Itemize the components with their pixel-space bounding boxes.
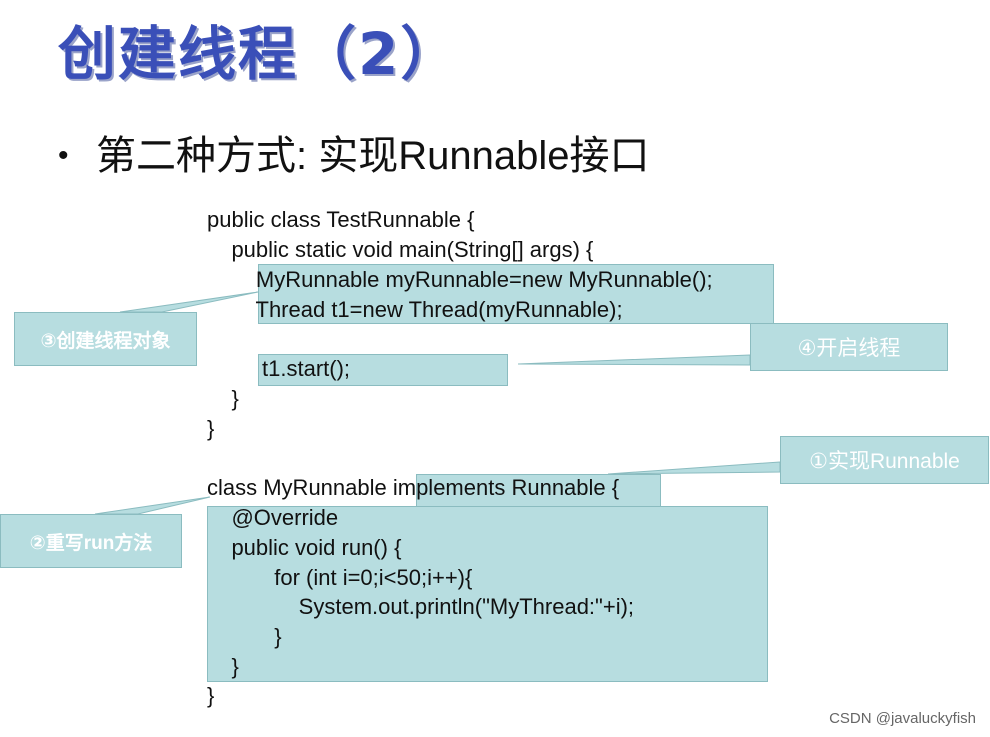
- code-line: MyRunnable myRunnable=new MyRunnable();: [207, 267, 713, 292]
- code-line: }: [207, 416, 215, 441]
- slide-title: 创建线程（2）: [58, 20, 461, 88]
- highlight-start: [258, 354, 508, 386]
- code-line: public static void main(String[] args) {: [207, 237, 594, 262]
- highlight-create-object: [258, 264, 774, 324]
- callout-create-object: ③创建线程对象: [14, 312, 197, 366]
- bullet-text: 第二种方式: 实现Runnable接口: [96, 134, 650, 178]
- highlight-run-method: [207, 506, 768, 682]
- watermark: CSDN @javaluckyfish: [829, 710, 976, 727]
- leader-implements: [607, 461, 781, 475]
- code-line: public class TestRunnable {: [207, 207, 475, 232]
- code-line: for (int i=0;i<50;i++){: [207, 565, 473, 590]
- bullet-item: • 第二种方式: 实现Runnable接口: [58, 128, 649, 184]
- leader-override: [94, 496, 211, 515]
- bullet-dot: •: [58, 139, 69, 172]
- callout-implement-runnable: ①实现Runnable: [780, 436, 989, 484]
- code-line: @Override: [207, 505, 339, 530]
- code-line: }: [207, 683, 215, 708]
- callout-override-run: ②重写run方法: [0, 514, 182, 568]
- code-line: t1.start();: [207, 356, 351, 381]
- code-line: }: [207, 654, 239, 679]
- code-line: class MyRunnable implements Runnable {: [207, 475, 620, 500]
- code-line: }: [207, 624, 282, 649]
- callout-start-thread: ④开启线程: [750, 323, 948, 371]
- leader-start: [517, 354, 751, 366]
- code-line: Thread t1=new Thread(myRunnable);: [207, 297, 623, 322]
- code-line: System.out.println("MyThread:"+i);: [207, 594, 635, 619]
- code-line: }: [207, 386, 239, 411]
- code-line: public void run() {: [207, 535, 402, 560]
